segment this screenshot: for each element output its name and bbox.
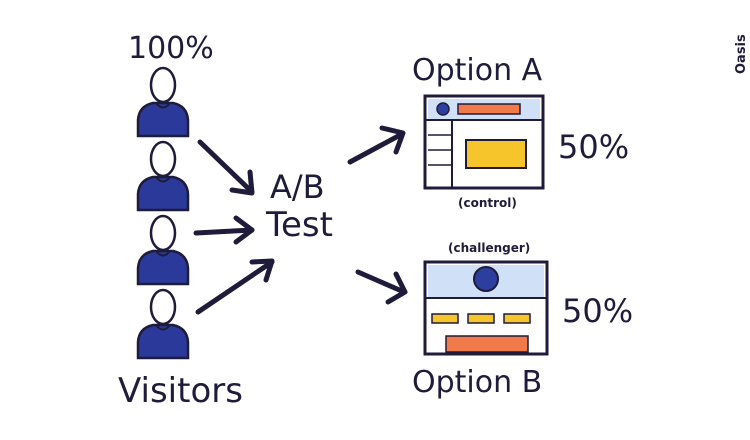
person-collar [155, 250, 171, 257]
test-label-line2: Test [265, 205, 333, 245]
option-a-note: (control) [458, 196, 517, 210]
option-b-note: (challenger) [448, 241, 530, 255]
visitor-person-icon [136, 66, 190, 138]
visitor-person-icon [136, 214, 190, 286]
option-b-percent: 50% [562, 292, 633, 330]
option-a-dot [436, 102, 450, 116]
option-a-title: Option A [412, 53, 543, 88]
option-b-title: Option B [412, 365, 542, 400]
person-body [136, 323, 190, 360]
visitor-person-icon [136, 140, 190, 212]
option-b-orange-button [445, 335, 529, 353]
option-a-orange-bar [457, 103, 521, 115]
logo-text: Oasis [734, 34, 749, 74]
visitor-arrows [193, 139, 275, 315]
person-collar [155, 324, 171, 331]
arrow-visitor-2 [193, 215, 255, 245]
person-collar [155, 176, 171, 183]
visitors-percent: 100% [128, 31, 214, 66]
visitors-group [136, 66, 190, 360]
person-head [149, 214, 177, 252]
option-b-mockup [423, 260, 549, 356]
option-a-yellow-block [465, 139, 527, 169]
test-label-line1: A/B [270, 168, 325, 206]
option-b-dot [473, 266, 499, 292]
oasis-logo: Oasis [734, 34, 749, 74]
arrow-to-option-a [347, 125, 406, 165]
person-head [149, 66, 177, 104]
arrow-visitor-3 [195, 258, 275, 315]
person-body [136, 101, 190, 138]
visitors-label: Visitors [118, 371, 243, 411]
person-body [136, 175, 190, 212]
person-body [136, 249, 190, 286]
option-a-percent: 50% [558, 128, 629, 166]
arrow-visitor-1 [197, 139, 255, 196]
option-a-mockup [423, 94, 545, 190]
option-arrows [347, 125, 408, 305]
person-collar [155, 102, 171, 109]
visitor-person-icon [136, 288, 190, 360]
option-b-yellow-tab [467, 313, 495, 324]
person-head [149, 288, 177, 326]
option-b-yellow-tab [503, 313, 531, 324]
person-head [149, 140, 177, 178]
option-b-yellow-tab [431, 313, 459, 324]
arrow-to-option-b [355, 269, 408, 305]
